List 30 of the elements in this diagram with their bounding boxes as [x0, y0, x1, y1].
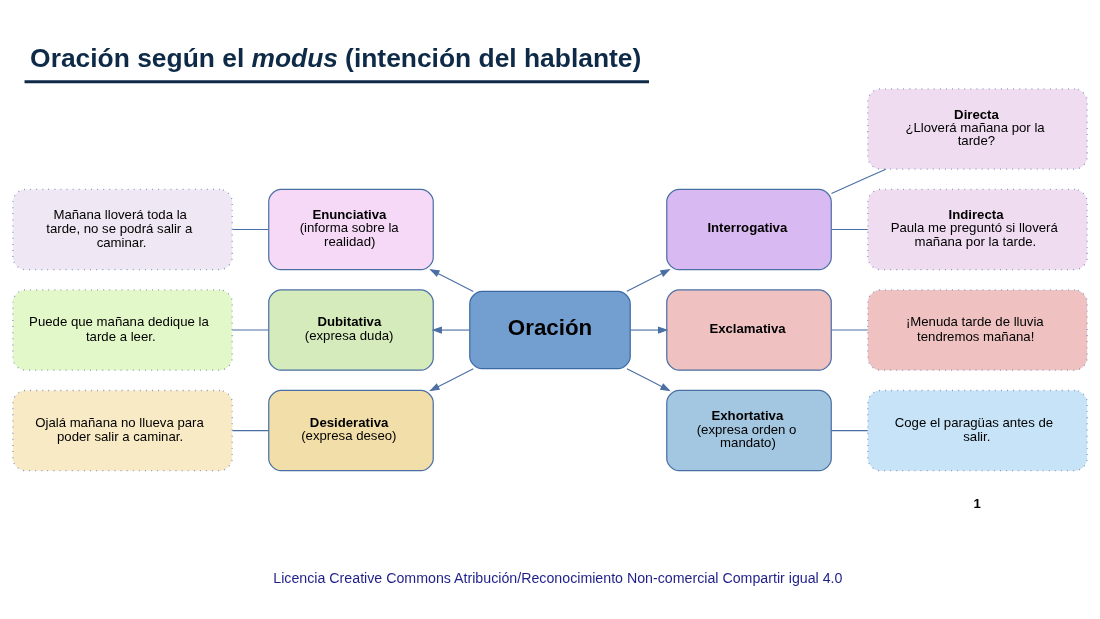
connector [830, 329, 869, 331]
label: Licencia Creative Commons Atribución/Reconocimiento Non-comercial Compartir igual 4.0 [273, 570, 843, 587]
connector [231, 229, 269, 231]
connector [231, 430, 269, 432]
diagram-title: Oración según el modus (intención del hablante) [30, 42, 642, 73]
node-box: Interrogativa [666, 188, 832, 271]
node-box: Directa ¿Lloverá mañana por la tarde? [867, 88, 1088, 170]
node-box: Exhortativa (expresa orden o mandato) [666, 389, 832, 472]
node-box: Enunciativa (informa sobre la realidad) [268, 188, 434, 271]
connector [830, 168, 887, 194]
connector [231, 329, 269, 331]
arrow [431, 326, 471, 334]
arrow [626, 368, 671, 392]
node-box: Dubitativa (expresa duda) [268, 289, 434, 371]
arrow [629, 326, 669, 334]
node-box: Coge el paragüas antes de salir. [867, 389, 1088, 472]
connector [830, 430, 869, 432]
arrow [429, 268, 474, 292]
arrow [626, 268, 671, 292]
connector [830, 229, 869, 231]
node-box: Desiderativa (expresa deseo) [268, 389, 434, 472]
node-box: Ojalá mañana no llueva para poder salir a caminar. [12, 389, 233, 472]
node-box: Exclamativa [666, 289, 832, 371]
label: 1 [973, 496, 981, 512]
node-box: Puede que mañana dedique la tarde a leer. [12, 289, 233, 371]
arrow [429, 368, 474, 392]
node-box: ¡Menuda tarde de lluvia tendremos mañana! [867, 289, 1088, 371]
node-box: Mañana lloverá toda la tarde, no se podrá salir a caminar. [12, 188, 233, 271]
node-box: Oración [469, 290, 631, 370]
node-box: Indirecta Paula me preguntó si lloverá mañana por la tarde. [867, 188, 1088, 271]
